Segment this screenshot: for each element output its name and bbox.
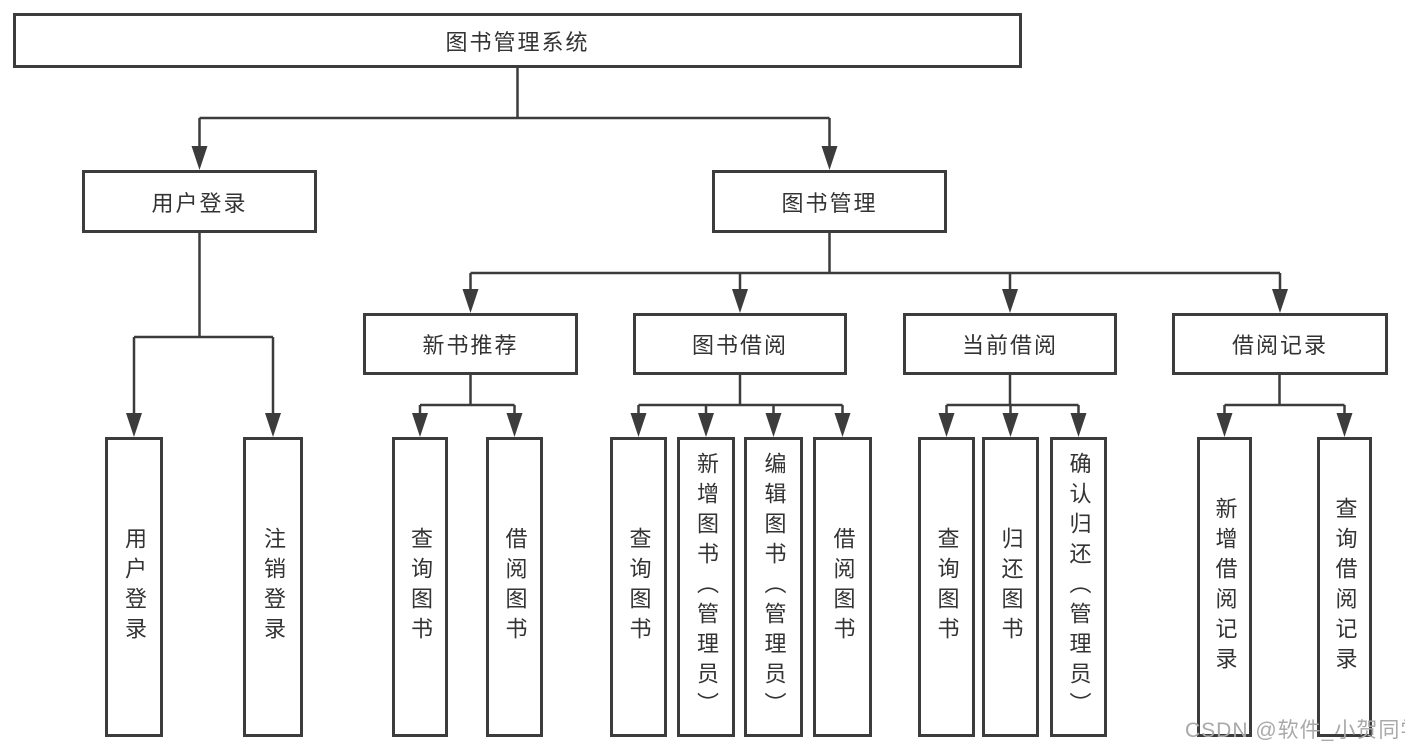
leaf-edit-books-admin: 编辑图书（管理员） [744,437,803,737]
leaf-query-books-recommend: 查询图书 [392,437,448,737]
node-current-borrowing: 当前借阅 [903,313,1117,375]
connectors [132,68,1346,416]
leaf-borrow-books-recommend: 借阅图书 [486,437,543,737]
node-borrowing-records: 借阅记录 [1172,313,1388,375]
leaf-query-books-current: 查询图书 [918,437,975,737]
csdn-watermark: CSDN @软件_小贺同学 [1185,719,1405,742]
leaf-query-borrow-record: 查询借阅记录 [1317,437,1372,737]
leaf-query-books-borrowing: 查询图书 [610,437,667,737]
node-library-management-system: 图书管理系统 [13,13,1022,68]
leaf-user-login: 用户登录 [105,437,163,737]
leaf-return-books: 归还图书 [982,437,1039,737]
node-user-login: 用户登录 [82,170,317,233]
leaf-add-books-admin: 新增图书（管理员） [677,437,735,737]
leaf-confirm-return-admin: 确认归还（管理员） [1050,437,1107,737]
leaf-logout: 注销登录 [243,437,303,737]
node-book-management: 图书管理 [712,170,947,233]
node-new-book-recommendation: 新书推荐 [363,313,578,375]
node-book-borrowing: 图书借阅 [633,313,847,375]
arrowheads [126,146,1353,437]
leaf-add-borrow-record: 新增借阅记录 [1197,437,1252,737]
leaf-borrow-books-borrowing: 借阅图书 [813,437,872,737]
